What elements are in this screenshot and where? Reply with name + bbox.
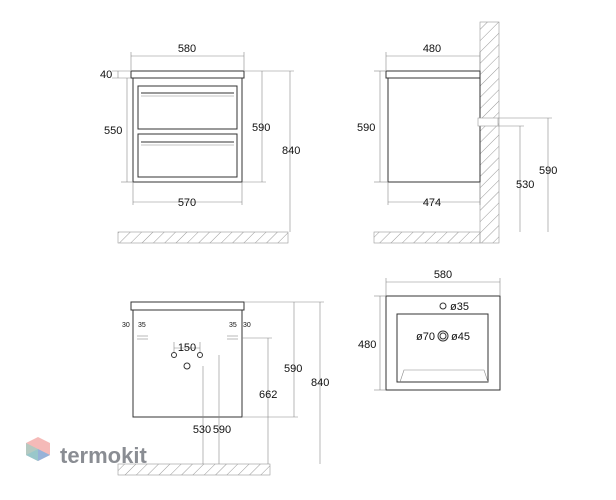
top-drain-inner-label: ø45: [451, 331, 470, 343]
side-view: 480 590 474 530 590: [357, 21, 557, 244]
back-hole-spacing-label: 150: [178, 342, 196, 354]
back-cabinet-body: [132, 309, 243, 418]
front-floor-hatch: [117, 231, 289, 244]
side-cabinet-body: [387, 77, 481, 183]
back-view: 30 35 35 30 150 530 590 662 590 840: [117, 301, 329, 476]
back-left-edge-a: 30: [122, 322, 130, 329]
front-drawer-bottom: [137, 133, 238, 178]
back-total-label: 840: [311, 377, 329, 389]
brand-logo: termokit: [26, 437, 147, 468]
side-countertop: [385, 70, 481, 79]
side-wall-bracket: [477, 117, 499, 127]
front-countertop: [130, 70, 245, 79]
back-drain-height-label: 662: [259, 389, 277, 401]
front-cabinet-body: [132, 77, 243, 183]
side-depth-top-label: 480: [423, 43, 441, 55]
back-hole-left: [171, 352, 177, 358]
top-drain-inner: [439, 332, 447, 340]
side-floor-hatch: [373, 231, 481, 244]
front-width-top-label: 580: [178, 43, 196, 55]
back-right-edge-b: 35: [229, 322, 237, 329]
top-width-label: 580: [434, 269, 452, 281]
side-total-height-label: 590: [539, 165, 557, 177]
back-hole-right: [197, 352, 203, 358]
top-drain-outer-label: ø70: [416, 331, 435, 343]
back-530-label: 530: [193, 424, 211, 436]
top-basin: [396, 313, 489, 383]
side-wall-hatch: [479, 21, 500, 244]
front-view: 580 40 550 590 840 570: [100, 43, 300, 244]
back-height-label: 590: [284, 363, 302, 375]
back-right-edge-a: 30: [243, 322, 251, 329]
front-height-label: 590: [252, 122, 270, 134]
back-countertop: [130, 301, 245, 311]
front-top-thickness-label: 40: [100, 69, 112, 81]
front-width-bottom-label: 570: [178, 197, 196, 209]
back-left-edge-b: 35: [138, 322, 146, 329]
front-drawer-top: [137, 85, 238, 130]
top-faucet-hole: [439, 302, 447, 310]
side-depth-bottom-label: 474: [423, 197, 441, 209]
back-floor-hatch: [117, 463, 271, 476]
back-590-label: 590: [213, 424, 231, 436]
top-depth-label: 480: [358, 339, 376, 351]
brand-name: termokit: [60, 443, 147, 468]
back-drain-hole: [183, 362, 191, 370]
front-mount-height-label: 840: [282, 145, 300, 157]
top-countertop: [385, 295, 501, 391]
front-body-height-label: 550: [104, 125, 122, 137]
top-faucet-hole-label: ø35: [450, 301, 469, 313]
side-height-label: 590: [357, 122, 375, 134]
side-mount-height-label: 530: [516, 179, 534, 191]
top-view: ø35 ø70 ø45 580 480: [358, 269, 501, 391]
top-drain-outer: [437, 330, 449, 342]
